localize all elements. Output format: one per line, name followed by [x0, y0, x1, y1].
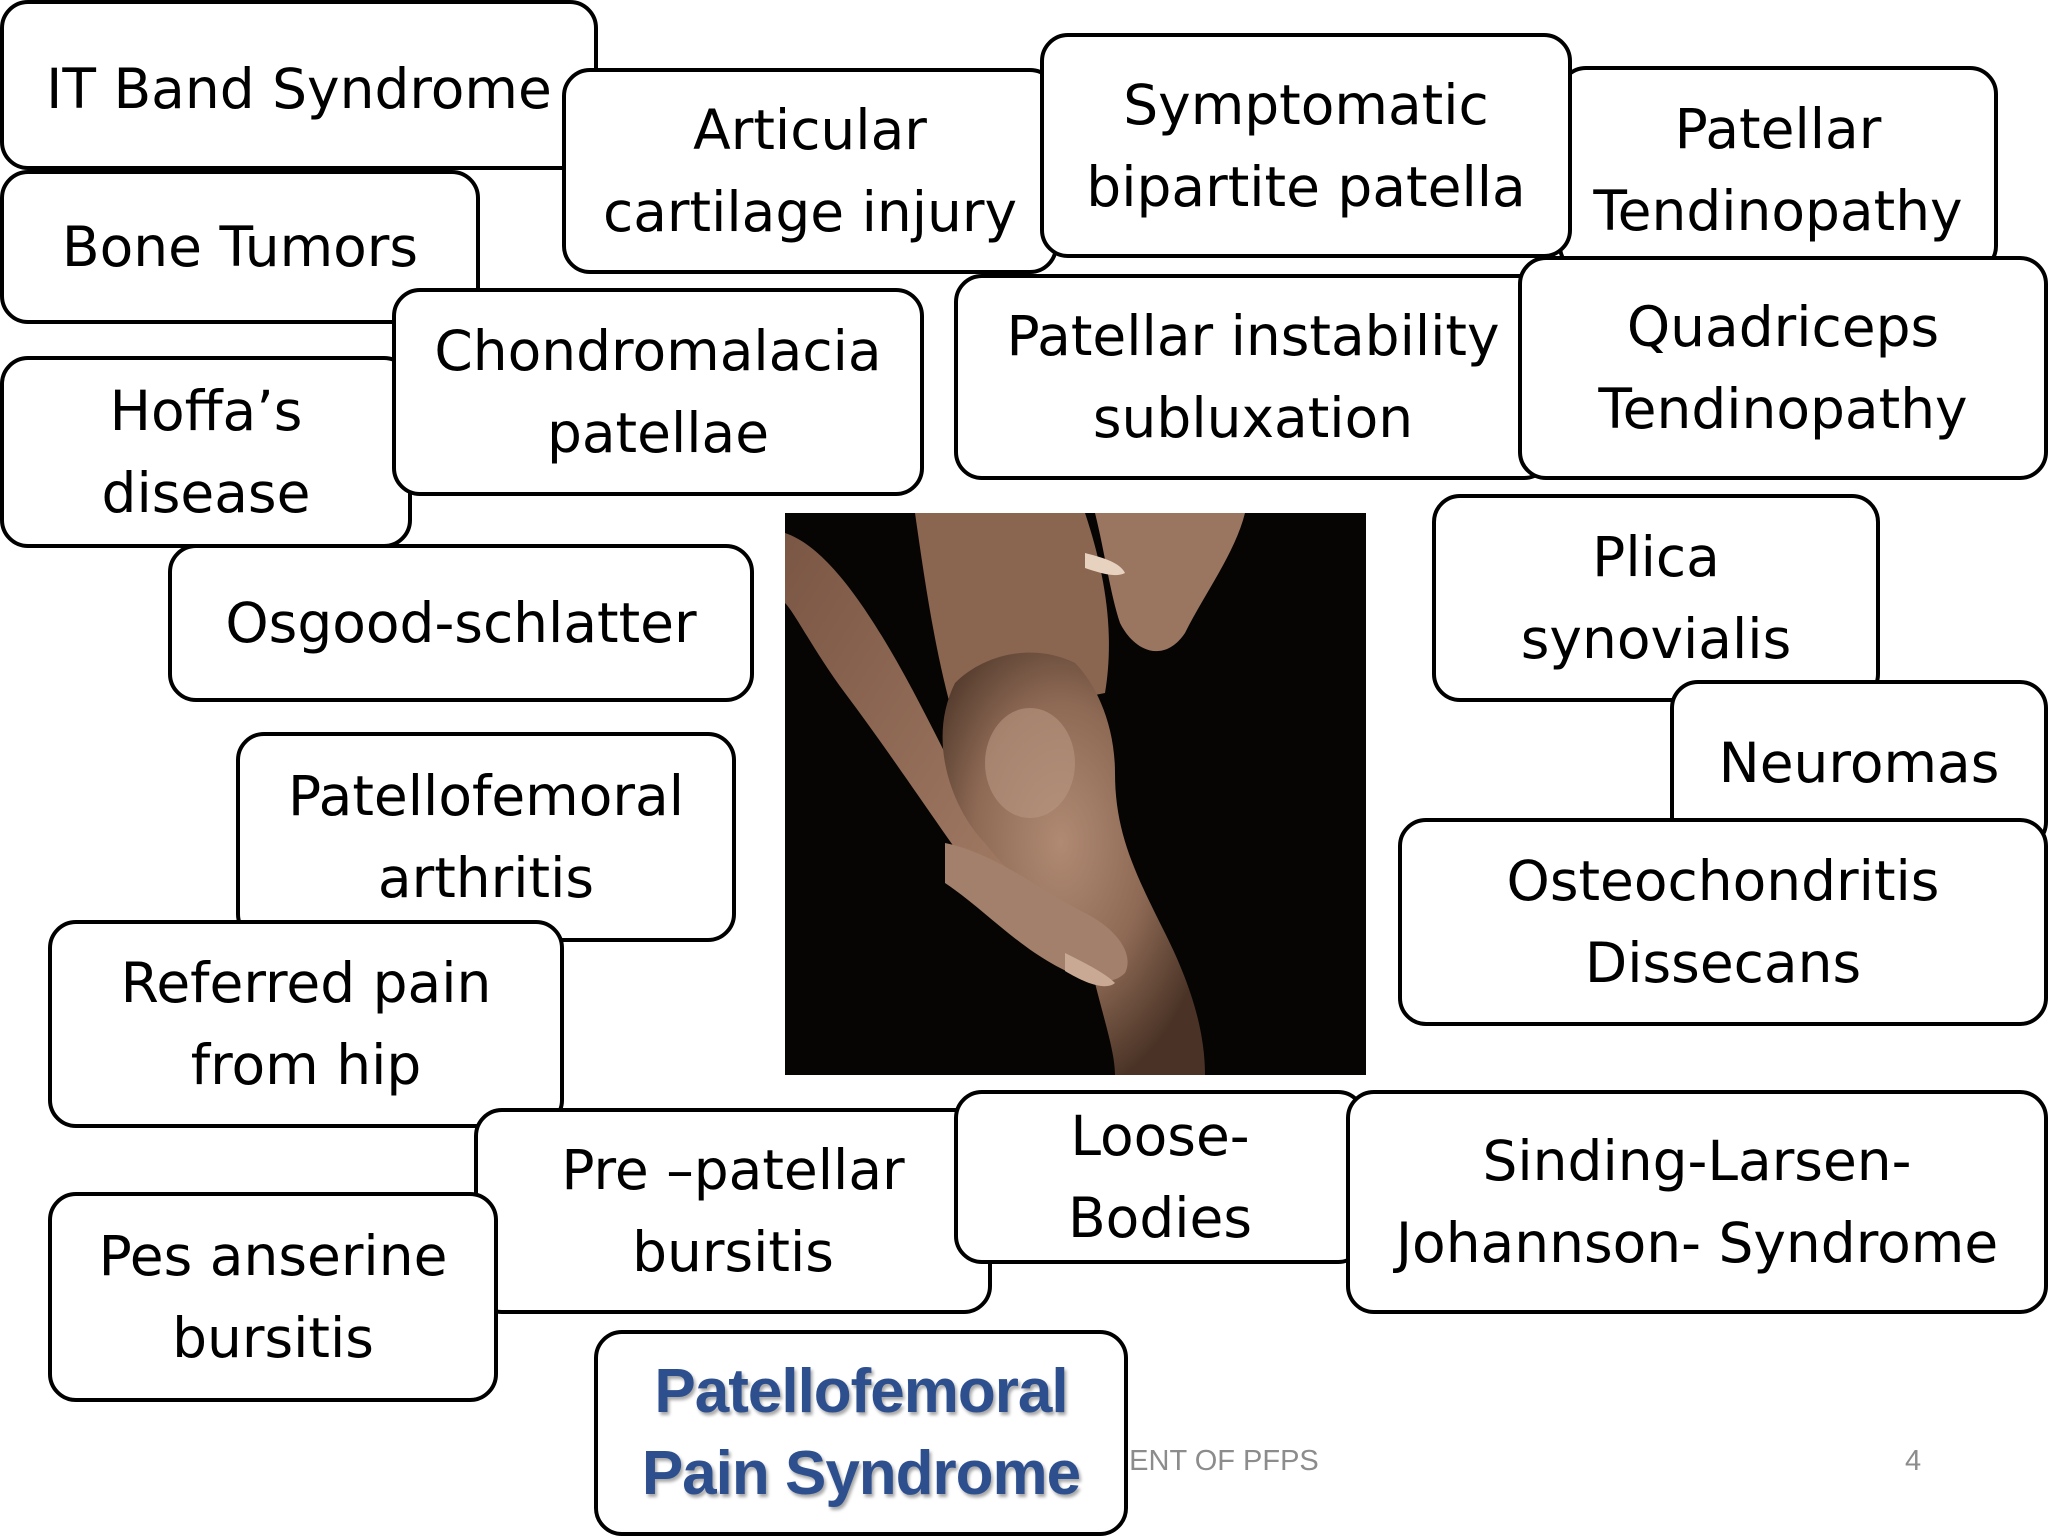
- box-text-line: Loose-: [1070, 1104, 1250, 1168]
- patellofemoral-pain-syndrome-box: Patellofemoral Pain Syndrome: [594, 1330, 1128, 1536]
- box-text-line: arthritis: [377, 846, 595, 910]
- articular-cartilage-injury-box: Articular cartilage injury: [562, 68, 1058, 274]
- box-text-line: Articular: [693, 98, 927, 162]
- box-text-line: Osgood-schlatter: [225, 591, 697, 655]
- sinding-larsen-johannson-syndrome-box: Sinding-Larsen- Johannson- Syndrome: [1346, 1090, 2048, 1314]
- symptomatic-bipartite-patella-box: Symptomatic bipartite patella: [1040, 33, 1572, 258]
- box-text-line: Chondromalacia: [434, 319, 882, 383]
- box-text-line: Neuromas: [1718, 731, 2000, 795]
- quadriceps-tendinopathy-box: Quadriceps Tendinopathy: [1518, 256, 2048, 480]
- plica-synovialis-box: Plica synovialis: [1432, 494, 1880, 702]
- box-text-line: Pre –patellar: [561, 1138, 905, 1202]
- osteochondritis-dissecans-box: Osteochondritis Dissecans: [1398, 818, 2048, 1026]
- loose-bodies-box: Loose- Bodies: [954, 1090, 1366, 1264]
- box-text-line: patellae: [546, 401, 770, 465]
- referred-pain-from-hip-box: Referred pain from hip: [48, 920, 564, 1128]
- chondromalacia-patellae-box: Chondromalacia patellae: [392, 288, 924, 496]
- box-text-line: bursitis: [632, 1220, 834, 1284]
- box-text-line: disease: [101, 461, 311, 525]
- it-band-syndrome-box: IT Band Syndrome: [0, 0, 598, 170]
- box-text-line: from hip: [190, 1033, 422, 1097]
- box-text-line: Patellofemoral: [287, 764, 685, 828]
- hoffas-disease-box: Hoffa’s disease: [0, 356, 412, 548]
- slide-footer-text: MENT OF PFPS: [1105, 1445, 1319, 1477]
- box-text-line: Quadriceps: [1626, 295, 1940, 359]
- box-text-line: Patellar instability: [1006, 304, 1500, 368]
- patellar-instability-subluxation-box: Patellar instability subluxation: [954, 274, 1552, 480]
- pre-patellar-bursitis-box: Pre –patellar bursitis: [474, 1108, 992, 1314]
- pfps-title-line: Patellofemoral: [654, 1357, 1068, 1426]
- patellofemoral-arthritis-box: Patellofemoral arthritis: [236, 732, 736, 942]
- osgood-schlatter-box: Osgood-schlatter: [168, 544, 754, 702]
- box-text-line: IT Band Syndrome: [46, 57, 552, 121]
- box-text-line: Referred pain: [120, 951, 492, 1015]
- box-text-line: Patellar: [1674, 97, 1882, 161]
- box-text-line: Tendinopathy: [1593, 179, 1963, 243]
- box-text-line: Hoffa’s: [109, 379, 303, 443]
- box-text-line: subluxation: [1092, 386, 1414, 450]
- box-text-line: bursitis: [172, 1306, 374, 1370]
- box-text-line: Johannson- Syndrome: [1395, 1211, 1999, 1275]
- pfps-title-line: Pain Syndrome: [641, 1439, 1081, 1508]
- box-text-line: Plica: [1592, 525, 1720, 589]
- page-number: 4: [1905, 1445, 1922, 1477]
- knee-photo: [785, 513, 1366, 1075]
- box-text-line: bipartite patella: [1086, 154, 1526, 219]
- box-text-line: Symptomatic: [1123, 72, 1489, 137]
- box-text-line: synovialis: [1520, 607, 1792, 671]
- box-text-line: cartilage injury: [602, 180, 1018, 244]
- box-text-line: Pes anserine: [98, 1224, 448, 1288]
- box-text-line: Osteochondritis: [1506, 849, 1940, 913]
- box-text-line: Dissecans: [1584, 931, 1862, 995]
- patellar-tendinopathy-box: Patellar Tendinopathy: [1558, 66, 1998, 274]
- box-text-line: Sinding-Larsen-: [1482, 1129, 1912, 1193]
- box-text-line: Bodies: [1067, 1186, 1253, 1250]
- pes-anserine-bursitis-box: Pes anserine bursitis: [48, 1192, 498, 1402]
- box-text-line: Bone Tumors: [61, 215, 419, 279]
- box-text-line: Tendinopathy: [1598, 377, 1968, 441]
